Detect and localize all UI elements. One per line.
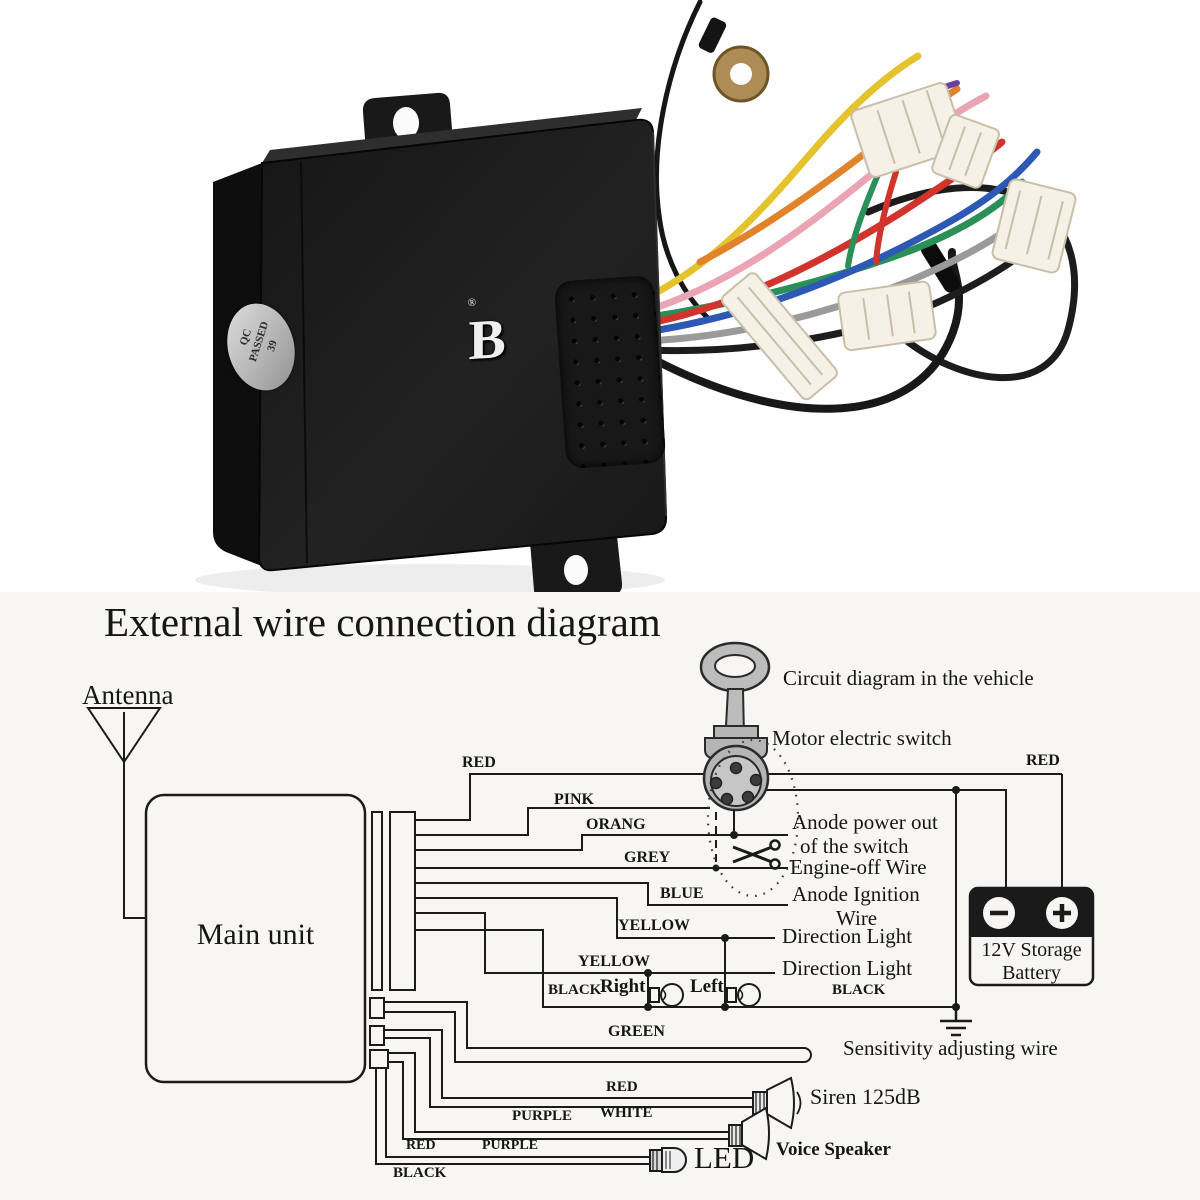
blue-wire-line — [415, 882, 788, 906]
wire-label-siren-red: RED — [606, 1079, 638, 1095]
scissors-icon — [732, 839, 781, 870]
product-photo — [195, 0, 1079, 601]
wire-label-yellow2: YELLOW — [578, 953, 651, 970]
small-connector-2 — [369, 1025, 385, 1046]
dotted-highlight-ellipse — [706, 738, 800, 898]
small-connector-3 — [369, 1049, 389, 1069]
led-icon — [649, 1147, 687, 1173]
left-bulb-icon — [726, 983, 761, 1007]
mount-hole-bottom — [564, 555, 588, 585]
circuit-in-vehicle-label: Circuit diagram in the vehicle — [783, 666, 1034, 690]
small-connector-1 — [369, 997, 385, 1019]
grip-dot-panel — [553, 274, 667, 470]
qc-line3: 39 — [264, 338, 280, 353]
wire-label-pink: PINK — [554, 791, 594, 808]
plus-terminal-icon — [1053, 904, 1071, 922]
ground-icon — [940, 1007, 972, 1037]
diagram-title: External wire connection diagram — [104, 599, 661, 645]
connector-c — [837, 280, 937, 352]
wire-label-red: RED — [462, 754, 496, 771]
wire-label-led-purple: PURPLE — [482, 1138, 538, 1153]
anode-power-label-2: of the switch — [800, 834, 909, 858]
right-bulb-label: Right — [600, 976, 646, 997]
wire-label-speaker-purple: PURPLE — [512, 1108, 572, 1124]
direction-light-label-1: Direction Light — [782, 924, 913, 948]
led-label: LED — [694, 1140, 755, 1175]
harness-wires — [415, 773, 1062, 1008]
engine-off-label: Engine-off Wire — [790, 855, 927, 879]
motor-electric-switch-icon — [702, 725, 770, 833]
battery-wiring — [762, 774, 1063, 1007]
speaker-wire-bottom — [388, 1061, 731, 1140]
blue-wire — [642, 148, 1041, 336]
black-wire-line — [415, 929, 956, 1008]
siren-wire-top — [384, 1029, 755, 1099]
wire-label-black-left: BLACK — [548, 982, 602, 998]
orang-wire-line — [415, 834, 788, 851]
siren-wire-bottom — [384, 1037, 755, 1108]
wire-crimp — [698, 17, 727, 53]
voice-speaker-label: Voice Speaker — [776, 1139, 891, 1160]
wire-label-orang: ORANG — [586, 816, 646, 833]
sensitivity-label: Sensitivity adjusting wire — [843, 1036, 1058, 1060]
brand-logo: ® B — [465, 295, 506, 373]
main-unit-label: Main unit — [196, 918, 315, 951]
anode-ignition-label-1: Anode Ignition — [792, 882, 920, 906]
yellow2-wire-line — [415, 912, 775, 974]
wire-label-led-red: RED — [406, 1138, 436, 1153]
box-seam — [300, 160, 308, 564]
mount-hole-top — [393, 107, 419, 139]
wire-label-grey: GREY — [624, 849, 671, 866]
connector-b — [991, 178, 1077, 274]
connector-bar-wide — [389, 811, 416, 991]
wire-label-led-black: BLACK — [393, 1165, 447, 1181]
box-front-face — [257, 118, 668, 572]
led-wire-bottom — [375, 1068, 650, 1165]
direction-light-label-2: Direction Light — [782, 956, 913, 980]
battery-label-1: 12V Storage — [981, 939, 1082, 961]
anode-ignition-label-2: Wire — [836, 906, 878, 930]
anode-power-label-1: Anode power out — [792, 810, 938, 834]
antenna-label: Antenna — [82, 680, 174, 710]
right-bulb-icon — [649, 983, 684, 1007]
pink-wire-line — [415, 807, 710, 836]
wire-label-black-right: BLACK — [832, 982, 886, 998]
voice-speaker-icon — [728, 1106, 770, 1161]
ignition-key-icon — [699, 641, 771, 738]
white-connectors — [721, 82, 1077, 401]
yellow1-wire-line — [415, 897, 775, 939]
logo-glyph: B — [468, 307, 504, 373]
wiring-diagram — [86, 641, 1095, 1173]
motor-switch-label: Motor electric switch — [772, 726, 952, 750]
box-top-bevel — [262, 108, 642, 163]
main-unit-box — [144, 793, 367, 1084]
wire-label-blue: BLUE — [660, 885, 704, 902]
speaker-wire-top — [388, 1052, 731, 1133]
battery-icon — [968, 886, 1095, 987]
antenna-wire-with-ring — [654, 0, 770, 323]
wire-label-red-right: RED — [1026, 752, 1060, 769]
battery-label-2: Battery — [1002, 962, 1061, 984]
left-bulb-label: Left — [690, 976, 724, 997]
wire-label-yellow1: YELLOW — [618, 917, 691, 934]
sensitivity-wire-line — [384, 1001, 812, 1063]
connector-d — [721, 272, 838, 401]
connector-bar-narrow — [371, 811, 383, 991]
siren-label: Siren 125dB — [810, 1084, 921, 1109]
wire-label-green: GREEN — [608, 1023, 665, 1040]
connector-e — [931, 113, 1000, 189]
antenna-icon — [86, 707, 162, 919]
wire-label-speaker-white: WHITE — [600, 1105, 653, 1121]
led-wire-top — [385, 1068, 650, 1158]
